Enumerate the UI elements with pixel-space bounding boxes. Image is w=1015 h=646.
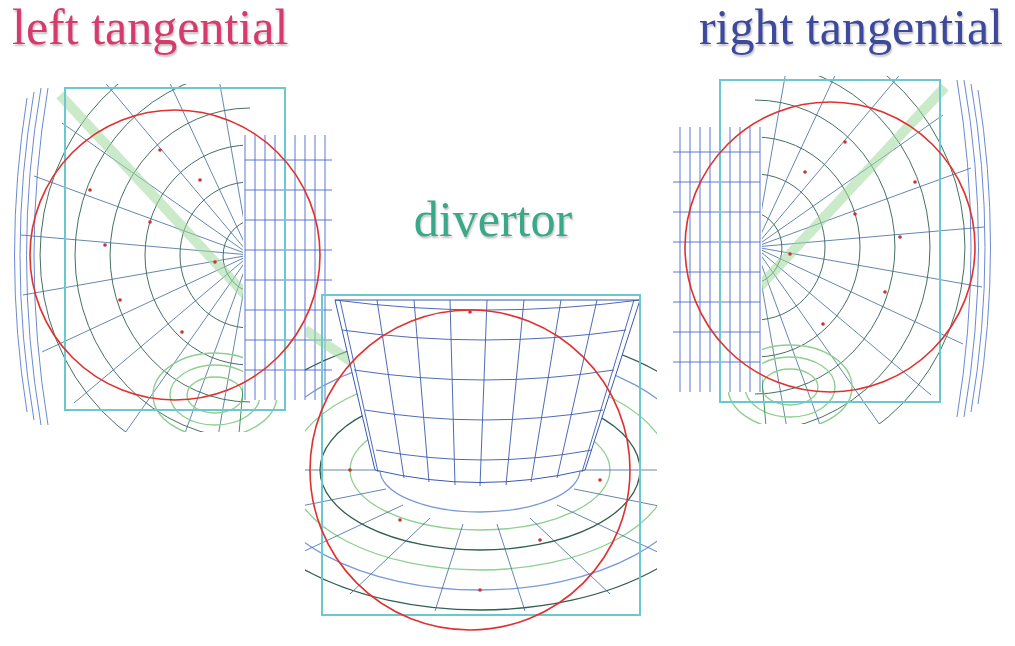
- radial-grid: [497, 524, 525, 611]
- radial-grid: [305, 470, 657, 611]
- center-column: [414, 300, 429, 482]
- center-column: [365, 410, 603, 420]
- right-tangential-view: [670, 20, 991, 474]
- center-column: [335, 300, 640, 483]
- center-column: [354, 370, 614, 380]
- grid-points: [468, 310, 472, 314]
- view-label: right tangential: [699, 0, 1003, 55]
- field-of-view: [310, 310, 630, 630]
- grid-points: [538, 538, 542, 542]
- radial-grid: [530, 518, 610, 594]
- grid-points: [478, 588, 482, 592]
- center-column: [335, 300, 640, 486]
- center-column: [376, 450, 592, 460]
- center-column: [480, 300, 487, 486]
- view-label: divertor: [414, 192, 572, 247]
- view-label: left tangential: [12, 0, 288, 55]
- radial-grid: [574, 489, 657, 519]
- radial-grid: [350, 518, 430, 594]
- grid-points: [398, 518, 402, 522]
- radial-grid: [580, 470, 657, 471]
- grid-points: [348, 468, 352, 472]
- sensor-frame: [322, 295, 640, 615]
- center-column: [335, 300, 640, 486]
- divertor-view: [305, 295, 657, 630]
- radial-grid: [305, 505, 403, 562]
- center-column: [335, 300, 640, 310]
- center-column: [531, 300, 561, 482]
- center-column: [582, 300, 634, 472]
- radial-grid: [305, 470, 380, 471]
- grid-points: [348, 310, 602, 592]
- radial-grid: [435, 524, 463, 611]
- center-column: [557, 300, 597, 478]
- left-tangential-view: [15, 28, 336, 482]
- radial-grid: [305, 489, 386, 519]
- center-column: [340, 300, 378, 472]
- center-column: [506, 300, 524, 485]
- grid-points: [598, 478, 602, 482]
- center-column: [450, 300, 455, 485]
